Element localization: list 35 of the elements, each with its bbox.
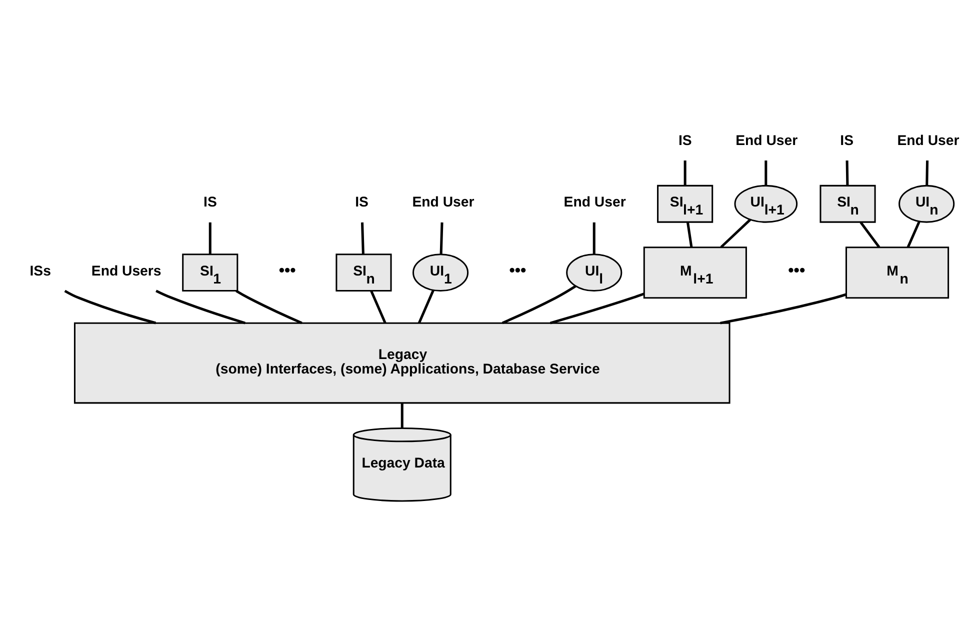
connector [845,160,848,185]
connector [501,284,576,324]
node-text: IS [203,193,216,210]
connector [235,289,302,324]
connector [360,222,364,254]
node-text: End Users [90,262,161,278]
connector [155,289,245,324]
connector [549,292,644,324]
node-box: Legacy (some) Interfaces, (some) Applications, Database Service [73,322,730,404]
connector [925,160,928,185]
connector [208,222,211,254]
node-text: End User [563,193,626,210]
label: ••• [788,260,805,279]
connector [906,220,920,248]
connector [439,222,443,254]
connector [683,160,686,185]
node-text: End User [735,131,798,148]
label: ••• [278,260,296,279]
connector [592,222,595,254]
node-text: End User [412,193,474,210]
connector [64,289,156,324]
node-text: End User [896,131,959,148]
node-text: ISs [29,262,50,278]
connector [720,292,846,324]
connector [400,402,403,428]
connector [370,290,386,323]
label: ••• [508,260,526,279]
node-text: IS [354,193,368,210]
connector [859,221,880,248]
node-text: IS [678,131,692,148]
connector [720,218,751,248]
connector [686,222,692,247]
connector [764,160,767,185]
node-text: IS [840,131,854,148]
connector [417,289,434,324]
